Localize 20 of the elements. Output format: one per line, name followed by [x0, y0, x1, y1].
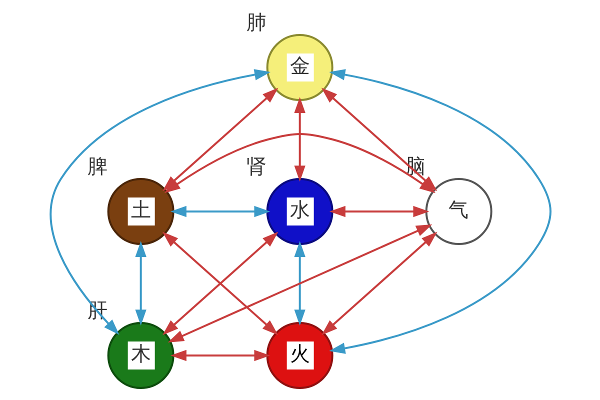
node-circle: 火 [266, 322, 333, 388]
node-label: 脾 [86, 154, 107, 178]
arrow [170, 349, 270, 361]
arrow [164, 132, 436, 193]
arrow [167, 224, 432, 342]
node-label: 肺 [246, 10, 266, 34]
arrow [294, 240, 305, 326]
node-circle: 气 [424, 178, 492, 244]
node-label: 肾 [246, 154, 266, 178]
node-circle: 土 [106, 178, 174, 244]
arrow [294, 96, 305, 182]
arrow [134, 240, 146, 326]
arrow [321, 231, 437, 335]
arrow [170, 205, 270, 217]
arrow [328, 68, 551, 354]
node-circle: 木 [106, 322, 174, 388]
arrow [49, 68, 270, 334]
arrow [328, 205, 429, 217]
node-circle: 水 [266, 178, 333, 244]
node-circle: 金 [266, 34, 333, 100]
